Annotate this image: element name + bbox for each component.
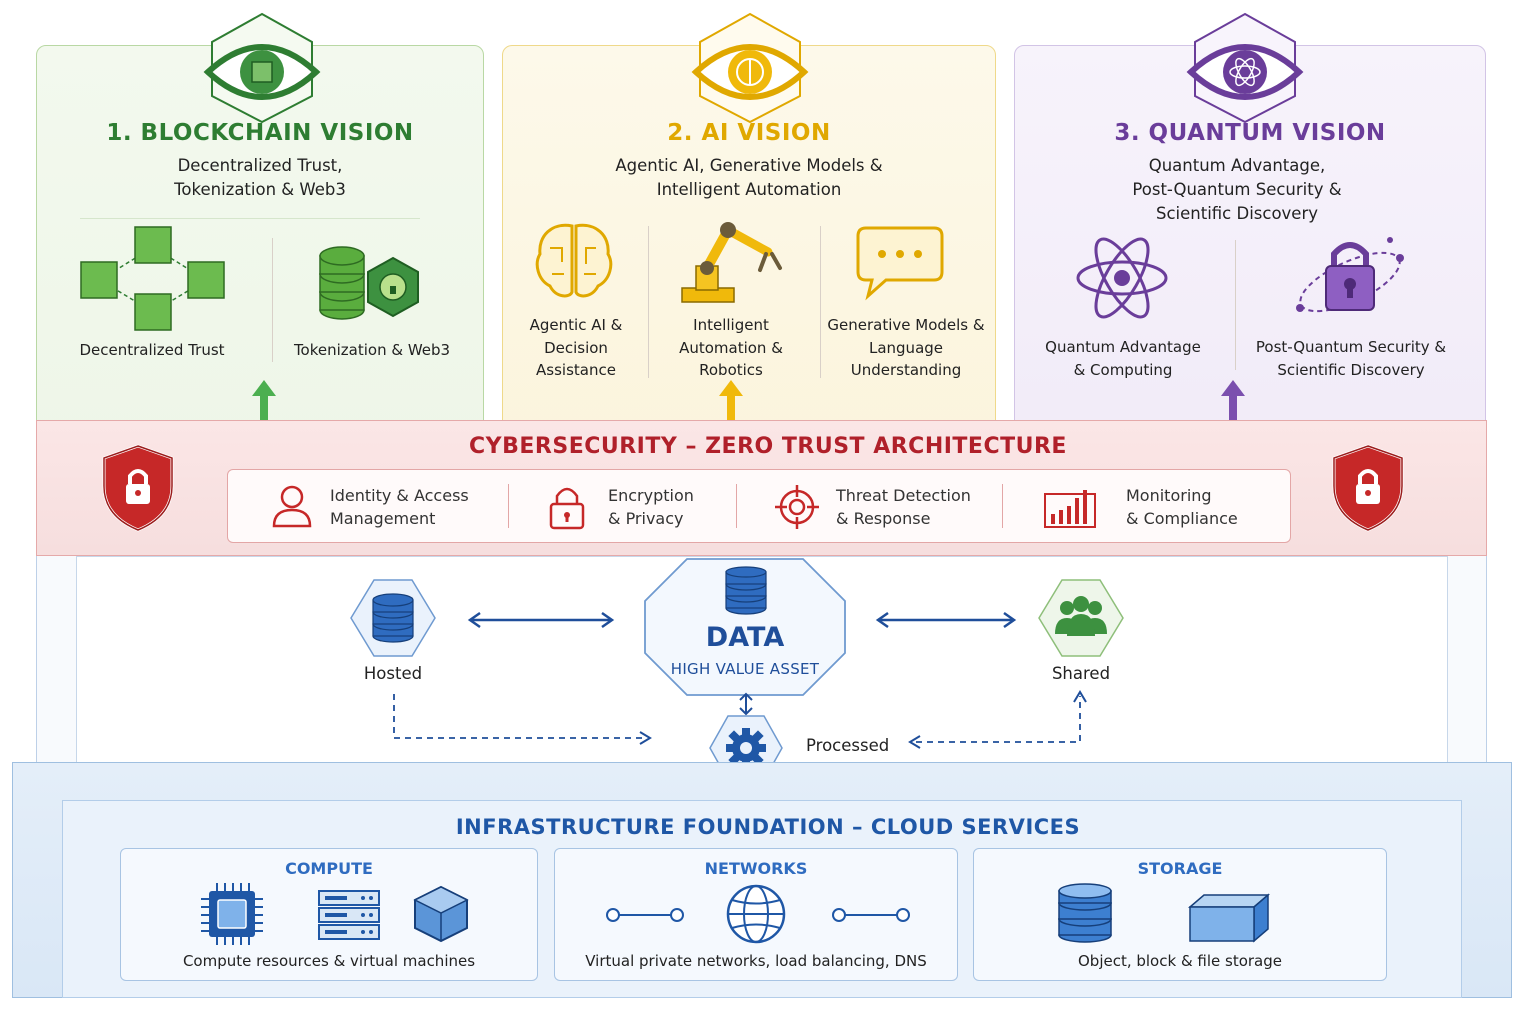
crosshair-icon (775, 485, 819, 529)
post-quantum-security-label: Post-Quantum Security &Scientific Discov… (1255, 338, 1447, 379)
shield-lock-icon-left (102, 444, 174, 532)
networks-heading: NETWORKS (704, 859, 808, 878)
quantum-subtitle: Quantum Advantage,Post-Quantum Security … (1132, 156, 1342, 223)
hosted-label: Hosted (363, 664, 423, 683)
storage-description: Object, block & file storage (1077, 952, 1283, 970)
tokenization-label: Tokenization & Web3 (293, 341, 451, 359)
decentralized-trust-label: Decentralized Trust (79, 341, 225, 359)
compute-box: COMPUTE Compute resources & virtual mach… (120, 848, 538, 981)
token-stack-icon (319, 246, 419, 320)
networks-box: NETWORKS Virtual private networks, load … (554, 848, 958, 981)
processed-label: Processed (806, 736, 890, 755)
hosted-database-icon (350, 579, 436, 657)
user-icon (272, 485, 312, 528)
arrow-up-green-icon (252, 380, 276, 420)
compute-description: Compute resources & virtual machines (182, 952, 476, 970)
virtual-machine-cube-icon (413, 885, 469, 943)
storage-box: STORAGE Object, block & file storage (973, 848, 1387, 981)
atom-icon (1076, 237, 1168, 319)
divider (820, 226, 821, 378)
divider (648, 226, 649, 378)
shared-label: Shared (1051, 664, 1111, 683)
data-subtitle: HIGH VALUE ASSET (670, 660, 820, 678)
padlock-icon (549, 487, 585, 530)
arrow-up-purple-icon (1221, 380, 1245, 420)
data-asset-frame (644, 558, 846, 696)
divider (80, 218, 420, 219)
robot-arm-icon (681, 222, 782, 303)
divider (1235, 240, 1236, 370)
blockchain-eye-icon (203, 12, 321, 124)
quantum-title: 3. QUANTUM VISION (1114, 120, 1386, 146)
quantum-eye-icon (1186, 12, 1304, 124)
storage-block-icon (1187, 893, 1271, 943)
infrastructure-title: INFRASTRUCTURE FOUNDATION – CLOUD SERVIC… (455, 815, 1081, 839)
threat-detection-label: Threat Detection& Response (836, 486, 971, 528)
network-cubes-icon (80, 226, 225, 331)
dashed-connector-hosted (393, 694, 652, 745)
server-rack-icon (318, 890, 380, 940)
quantum-advantage-label: Quantum Advantage& Computing (1045, 338, 1201, 379)
divider (508, 484, 509, 528)
network-link-icon (832, 908, 910, 922)
globe-icon (726, 884, 786, 944)
dashed-connector-shared (908, 690, 1087, 749)
shield-lock-icon-right (1332, 444, 1404, 532)
bidirectional-arrow-vertical (739, 692, 753, 716)
bar-chart-icon (1044, 490, 1096, 528)
security-title: CYBERSECURITY – ZERO TRUST ARCHITECTURE (469, 434, 1067, 459)
cpu-chip-icon (201, 883, 263, 945)
storage-heading: STORAGE (1137, 859, 1223, 878)
bidirectional-arrow (875, 611, 1017, 629)
divider (272, 238, 273, 362)
security-capabilities (227, 469, 1291, 543)
storage-database-icon (1058, 883, 1112, 943)
divider (1002, 484, 1003, 528)
blockchain-title: 1. BLOCKCHAIN VISION (106, 120, 414, 146)
bidirectional-arrow (467, 611, 615, 629)
arrow-up-yellow-icon (719, 380, 743, 420)
brain-icon (535, 223, 613, 298)
ai-subtitle: Agentic AI, Generative Models & Intellig… (615, 156, 883, 199)
encryption-privacy-label: Encryption& Privacy (608, 486, 694, 528)
ai-eye-icon (691, 12, 809, 124)
blockchain-subtitle: Decentralized Trust, Tokenization & Web3 (174, 156, 346, 199)
monitoring-compliance-label: Monitoring& Compliance (1126, 486, 1238, 528)
ai-title: 2. AI VISION (667, 120, 831, 146)
compute-heading: COMPUTE (285, 859, 373, 878)
divider (736, 484, 737, 528)
networks-description: Virtual private networks, load balancing… (585, 952, 927, 970)
data-database-icon (725, 566, 767, 615)
network-link-icon (606, 908, 684, 922)
orbit-lock-icon (1296, 237, 1404, 313)
data-title: DATA (705, 622, 785, 653)
shared-users-icon (1038, 579, 1124, 657)
chat-bubble-icon (856, 226, 944, 301)
